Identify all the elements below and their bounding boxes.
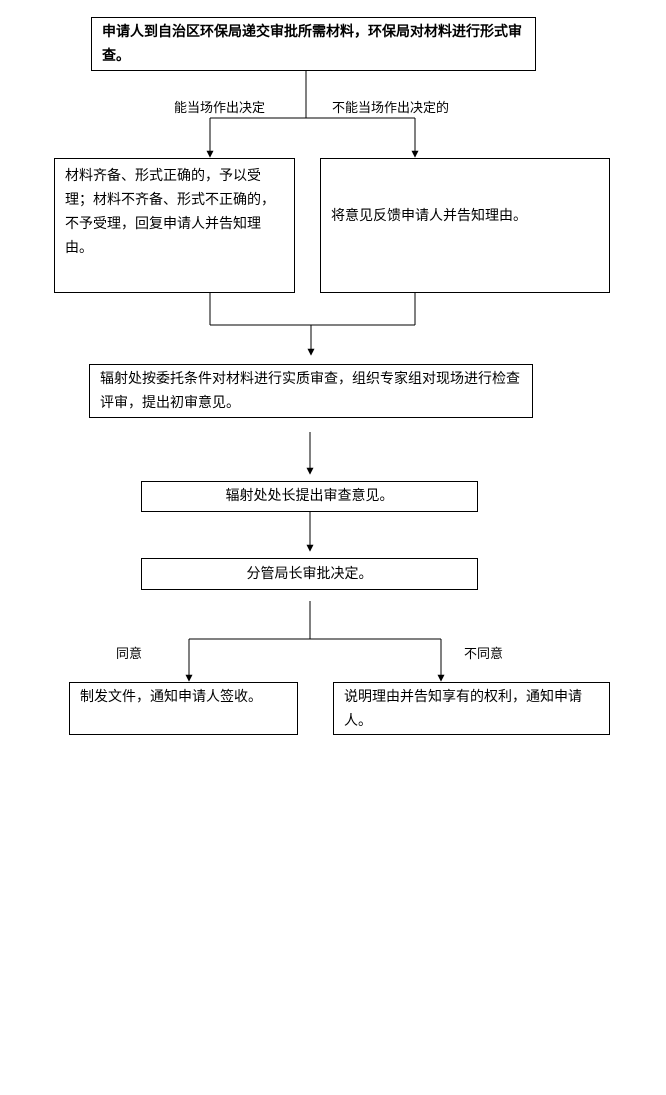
label-agree-text: 同意 (116, 647, 143, 662)
step-explain-box: 说明理由并告知享有的权利，通知申请人。 (333, 682, 610, 735)
label-not-on-site-text: 不能当场作出决定的 (332, 101, 450, 116)
label-not-on-site: 不能当场作出决定的 (332, 101, 449, 117)
label-on-site-text: 能当场作出决定 (174, 101, 266, 116)
step-feedback-box: 将意见反馈申请人并告知理由。 (320, 158, 610, 293)
label-agree: 同意 (116, 647, 142, 663)
step-chief-box: 辐射处处长提出审查意见。 (141, 481, 478, 512)
step-review-text: 辐射处按委托条件对材料进行实质审查，组织专家组对现场进行检查评审，提出初审意见。 (100, 371, 520, 411)
label-disagree-text: 不同意 (464, 647, 504, 662)
step-chief-text: 辐射处处长提出审查意见。 (225, 488, 394, 504)
step-decision-box: 分管局长审批决定。 (141, 558, 478, 590)
step-accept-box: 材料齐备、形式正确的，予以受理；材料不齐备、形式不正确的，不予受理，回复申请人并… (54, 158, 295, 293)
step-issue-text: 制发文件，通知申请人签收。 (80, 689, 262, 705)
step-decision-text: 分管局长审批决定。 (246, 566, 373, 582)
step-issue-box: 制发文件，通知申请人签收。 (69, 682, 298, 735)
label-disagree: 不同意 (464, 647, 503, 663)
step-review-box: 辐射处按委托条件对材料进行实质审查，组织专家组对现场进行检查评审，提出初审意见。 (89, 364, 533, 418)
step-apply-text: 申请人到自治区环保局递交审批所需材料，环保局对材料进行形式审查。 (102, 24, 522, 64)
label-on-site: 能当场作出决定 (174, 101, 265, 117)
step-accept-text: 材料齐备、形式正确的，予以受理；材料不齐备、形式不正确的，不予受理，回复申请人并… (65, 168, 275, 256)
step-apply-box: 申请人到自治区环保局递交审批所需材料，环保局对材料进行形式审查。 (91, 17, 536, 71)
step-feedback-text: 将意见反馈申请人并告知理由。 (331, 208, 527, 224)
step-explain-text: 说明理由并告知享有的权利，通知申请人。 (344, 689, 582, 729)
